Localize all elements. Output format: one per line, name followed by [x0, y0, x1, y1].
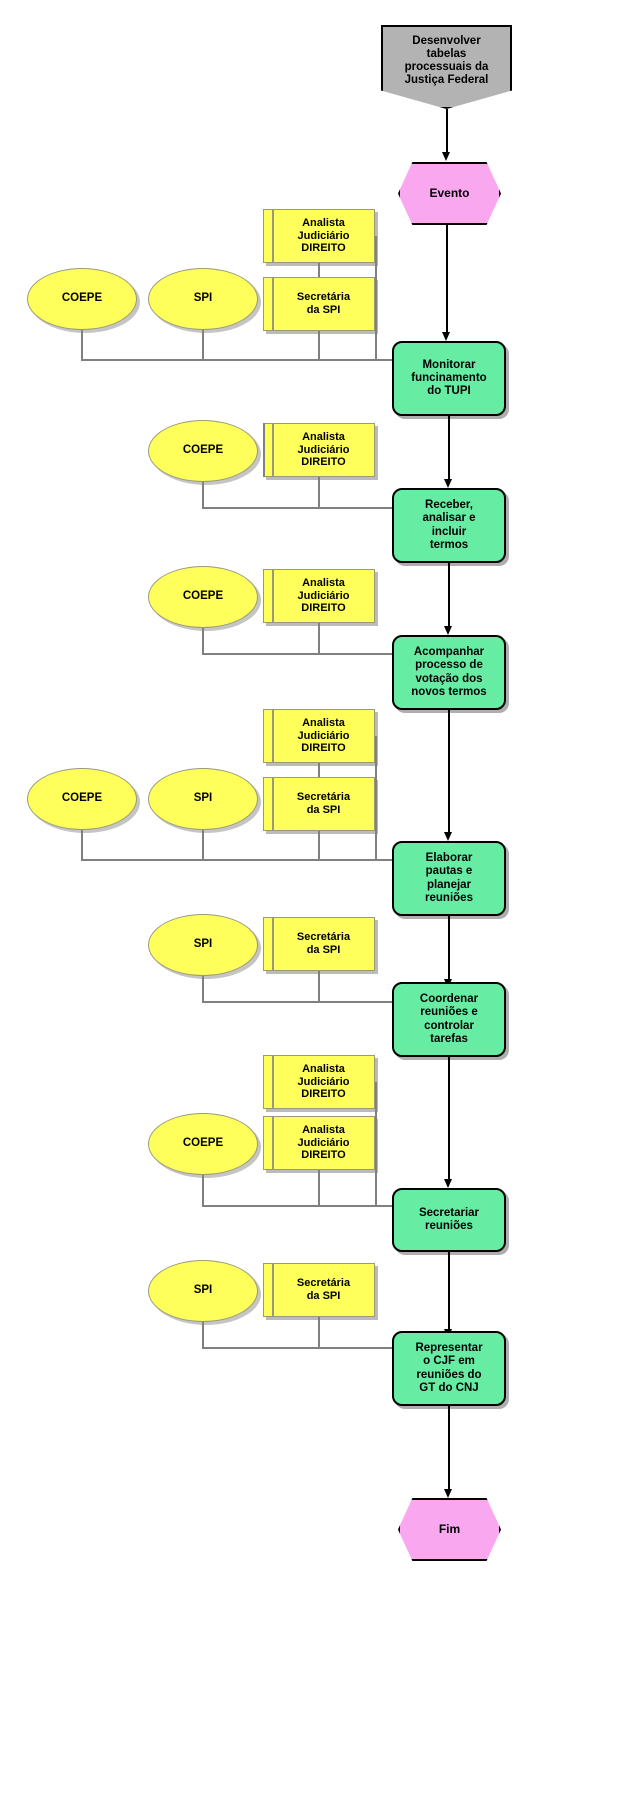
flow-evento-p1 — [446, 225, 448, 335]
flow-p6-p7 — [448, 1252, 450, 1332]
connector — [202, 1175, 204, 1206]
flow-p5-p6 — [448, 1057, 450, 1182]
process-node[interactable]: Elaborar pautas e planejar reuniões — [392, 841, 506, 916]
connector — [318, 971, 320, 1002]
role-box[interactable]: Secretária da SPI — [263, 277, 375, 331]
connector — [318, 263, 320, 277]
role-box[interactable]: Secretária da SPI — [263, 917, 375, 971]
connector — [318, 331, 320, 360]
connector — [81, 830, 83, 860]
connector — [375, 1082, 377, 1206]
connector — [202, 507, 394, 509]
role-box[interactable]: Analista Judiciário DIREITO — [263, 569, 375, 623]
connector — [202, 1322, 204, 1348]
arrowhead-icon — [444, 1179, 452, 1188]
role-box[interactable]: Secretária da SPI — [263, 1263, 375, 1317]
arrowhead-icon — [444, 626, 452, 635]
org-ellipse[interactable]: COEPE — [27, 268, 137, 330]
role-box[interactable]: Analista Judiciário DIREITO — [263, 1116, 375, 1170]
arrowhead-icon — [442, 152, 450, 161]
role-box[interactable]: Analista Judiciário DIREITO — [263, 1055, 375, 1109]
connector — [318, 1170, 320, 1206]
arrowhead-icon — [442, 332, 450, 341]
arrowhead-icon — [444, 479, 452, 488]
process-node[interactable]: Receber, analisar e incluir termos — [392, 488, 506, 563]
role-box[interactable]: Analista Judiciário DIREITO — [263, 709, 375, 763]
connector — [202, 482, 204, 508]
process-node[interactable]: Acompanhar processo de votação dos novos… — [392, 635, 506, 710]
connector — [318, 623, 320, 654]
connector — [318, 1317, 320, 1348]
org-ellipse[interactable]: SPI — [148, 914, 258, 976]
connector — [202, 653, 394, 655]
role-box[interactable]: Secretária da SPI — [263, 777, 375, 831]
flow-start-evento — [446, 109, 448, 155]
connector — [202, 330, 204, 360]
event-start-node[interactable]: Evento — [398, 162, 501, 225]
org-ellipse[interactable]: SPI — [148, 768, 258, 830]
connector — [202, 830, 204, 860]
connector — [81, 330, 83, 360]
connector — [202, 976, 204, 1002]
connector — [375, 736, 377, 860]
connector — [318, 763, 320, 777]
connector — [202, 1001, 394, 1003]
connector — [318, 831, 320, 860]
process-node[interactable]: Monitorar funcinamento do TUPI — [392, 341, 506, 416]
flow-p1-p2 — [448, 416, 450, 482]
connector — [375, 236, 377, 360]
connector — [81, 359, 394, 361]
org-ellipse[interactable]: SPI — [148, 1260, 258, 1322]
event-end-node[interactable]: Fim — [398, 1498, 501, 1561]
arrowhead-icon — [444, 1489, 452, 1498]
start-node[interactable]: Desenvolver tabelas processuais da Justi… — [381, 25, 512, 109]
flow-p7-fim — [448, 1406, 450, 1492]
flow-p4-p5 — [448, 916, 450, 982]
process-node[interactable]: Secretariar reuniões — [392, 1188, 506, 1252]
org-ellipse[interactable]: COEPE — [148, 566, 258, 628]
connector — [318, 477, 320, 508]
connector — [202, 1347, 394, 1349]
arrowhead-icon — [444, 832, 452, 841]
process-node[interactable]: Coordenar reuniões e controlar tarefas — [392, 982, 506, 1057]
process-node[interactable]: Representar o CJF em reuniões do GT do C… — [392, 1331, 506, 1406]
flow-p3-p4 — [448, 710, 450, 835]
connector — [81, 859, 394, 861]
org-ellipse[interactable]: COEPE — [148, 1113, 258, 1175]
role-box[interactable]: Analista Judiciário DIREITO — [263, 423, 375, 477]
connector — [263, 423, 265, 477]
flow-p2-p3 — [448, 563, 450, 629]
role-box[interactable]: Analista Judiciário DIREITO — [263, 209, 375, 263]
connector — [202, 628, 204, 654]
org-ellipse[interactable]: SPI — [148, 268, 258, 330]
org-ellipse[interactable]: COEPE — [148, 420, 258, 482]
org-ellipse[interactable]: COEPE — [27, 768, 137, 830]
connector — [202, 1205, 394, 1207]
